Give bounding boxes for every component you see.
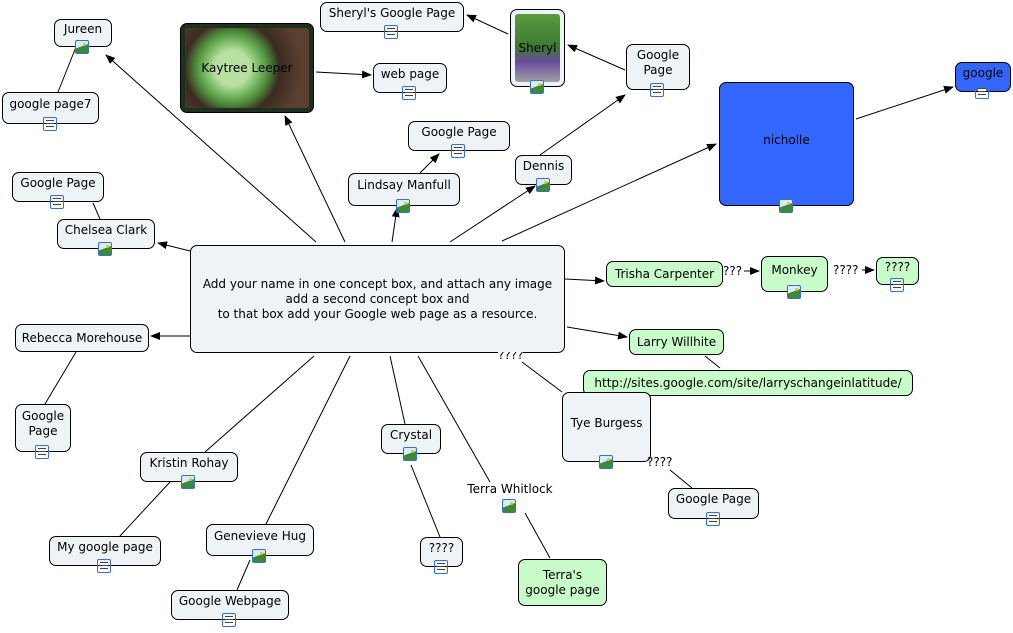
node-label: google page7: [9, 96, 92, 111]
document-icon[interactable]: [35, 445, 49, 459]
node-label: ????: [884, 259, 911, 274]
image-icon[interactable]: [502, 499, 516, 513]
node-question-right[interactable]: ????: [876, 257, 919, 292]
node-google-webpage[interactable]: Google Webpage: [171, 590, 289, 627]
node-label: Google Page: [636, 48, 680, 77]
node-label: http://sites.google.com/site/larryschang…: [594, 375, 902, 390]
node-google-page-top-right[interactable]: Google Page: [626, 44, 690, 97]
node-label: Google Page: [20, 175, 96, 190]
document-icon[interactable]: [222, 613, 236, 627]
node-kaytree-leeper[interactable]: Kaytree Leeper: [180, 23, 314, 113]
image-icon[interactable]: [252, 549, 266, 563]
node-label: Jureen: [63, 21, 103, 36]
node-label: Google Page: [21, 409, 65, 438]
link-label-monkey-question: ????: [833, 263, 859, 277]
document-icon[interactable]: [42, 117, 57, 131]
central-line-3: to that box add your Google web page as …: [217, 306, 538, 321]
node-label: Sheryl: [518, 40, 557, 55]
node-label: Terra Whitlock: [467, 482, 553, 496]
node-my-google-page[interactable]: My google page: [49, 536, 161, 573]
node-label: Genevieve Hug: [213, 528, 307, 543]
document-icon[interactable]: [402, 86, 416, 100]
node-crystal[interactable]: Crystal: [381, 424, 441, 461]
node-label: My google page: [57, 539, 153, 554]
link-label-tye-page: ????: [647, 455, 673, 469]
node-label: Lindsay Manfull: [357, 178, 451, 192]
node-label: Larry Willhite: [636, 334, 717, 349]
node-label: Monkey: [771, 262, 818, 277]
node-kristin-rohay[interactable]: Kristin Rohay: [140, 452, 238, 489]
image-icon[interactable]: [786, 285, 801, 299]
node-label: Google Page: [421, 124, 497, 139]
node-label: Google Page: [675, 492, 752, 506]
node-label: Dennis: [522, 158, 565, 173]
node-label: Tye Burgess: [570, 415, 643, 430]
node-label: Google Webpage: [178, 593, 282, 608]
image-icon[interactable]: [403, 447, 417, 461]
node-terra-whitlock[interactable]: Terra Whitlock: [466, 482, 554, 513]
link-label-trisha-monkey: ???: [723, 264, 743, 278]
node-label: google: [962, 65, 1004, 80]
node-web-page[interactable]: web page: [373, 63, 447, 100]
node-label: nicholle: [763, 132, 810, 147]
node-monkey[interactable]: Monkey: [761, 256, 828, 299]
node-label: Sheryl's Google Page: [328, 5, 456, 20]
image-icon[interactable]: [75, 40, 89, 54]
document-icon[interactable]: [650, 83, 664, 97]
document-icon[interactable]: [451, 144, 465, 158]
node-terras-google-page[interactable]: Terra's google page: [518, 559, 607, 606]
node-question-crystal[interactable]: ????: [420, 537, 463, 574]
central-concept[interactable]: Add your name in one concept box, and at…: [190, 245, 565, 353]
central-line-2: add a second concept box and: [285, 291, 470, 306]
image-icon[interactable]: [98, 242, 112, 256]
node-google[interactable]: google: [955, 62, 1011, 99]
node-genevieve-hug[interactable]: Genevieve Hug: [206, 524, 314, 563]
node-label: web page: [380, 66, 440, 81]
node-label: ????: [428, 540, 455, 555]
node-chelsea-clark[interactable]: Chelsea Clark: [57, 219, 155, 256]
node-google-page-tye[interactable]: Google Page: [668, 488, 759, 526]
node-label: Terra's google page: [525, 567, 600, 597]
node-larry-willhite[interactable]: Larry Willhite: [629, 329, 724, 355]
image-icon[interactable]: [396, 199, 410, 213]
link-label-center-tye: ????: [498, 352, 524, 360]
node-sheryls-google-page[interactable]: Sheryl's Google Page: [320, 2, 464, 39]
anemone-photo: [185, 28, 309, 108]
node-lindsay-manfull[interactable]: Lindsay Manfull: [348, 173, 460, 213]
node-larry-url[interactable]: http://sites.google.com/site/larryschang…: [583, 370, 913, 396]
image-icon[interactable]: [181, 475, 195, 489]
node-sheryl[interactable]: Sheryl: [510, 9, 565, 94]
node-label: Trisha Carpenter: [614, 266, 715, 281]
image-icon[interactable]: [778, 199, 793, 213]
node-label: Kaytree Leeper: [201, 60, 293, 75]
image-icon[interactable]: [529, 80, 544, 94]
node-label: Crystal: [389, 427, 433, 442]
node-nicholle[interactable]: nicholle: [719, 82, 854, 213]
document-icon[interactable]: [889, 278, 904, 292]
node-google-page-mid[interactable]: Google Page: [408, 121, 510, 158]
document-icon[interactable]: [433, 560, 448, 574]
document-icon[interactable]: [97, 559, 111, 573]
image-icon[interactable]: [535, 178, 550, 192]
node-jureen[interactable]: Jureen: [54, 19, 112, 54]
node-label: Chelsea Clark: [64, 222, 148, 237]
central-line-1: Add your name in one concept box, and at…: [202, 276, 553, 291]
image-icon[interactable]: [598, 455, 613, 469]
node-rebecca-morehouse[interactable]: Rebecca Morehouse: [15, 324, 149, 352]
node-dennis[interactable]: Dennis: [515, 155, 572, 192]
document-icon[interactable]: [384, 25, 398, 39]
node-google-page7[interactable]: google page7: [2, 92, 99, 131]
node-tye-burgess[interactable]: Tye Burgess: [562, 392, 651, 469]
document-icon[interactable]: [705, 512, 720, 526]
sheryl-photo: [515, 14, 560, 82]
document-icon[interactable]: [975, 85, 989, 99]
node-trisha-carpenter[interactable]: Trisha Carpenter: [606, 261, 723, 287]
node-google-page-left[interactable]: Google Page: [12, 172, 104, 209]
node-google-page-rebecca[interactable]: Google Page: [15, 404, 71, 459]
document-icon[interactable]: [50, 195, 64, 209]
node-label: Kristin Rohay: [149, 455, 229, 470]
node-label: Rebecca Morehouse: [21, 330, 143, 345]
